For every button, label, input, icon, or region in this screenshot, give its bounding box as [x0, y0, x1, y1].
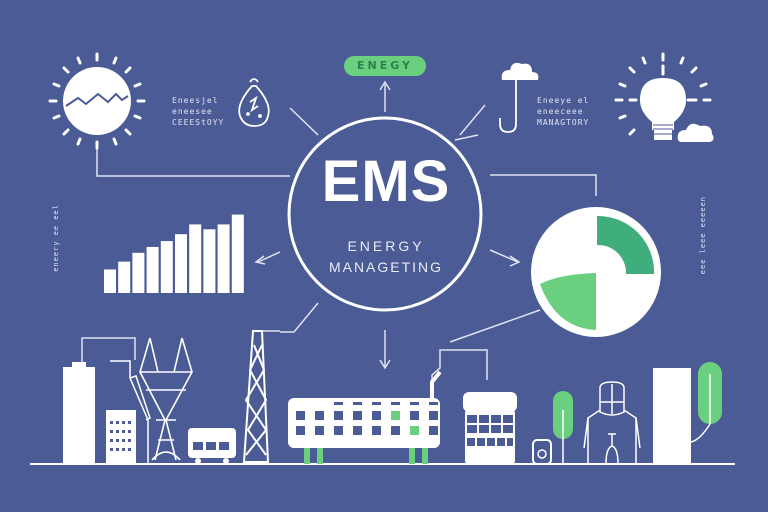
connector-skyline	[81, 337, 136, 368]
pie-segment-light-green	[540, 273, 596, 330]
bar	[231, 214, 244, 293]
bar	[217, 224, 230, 293]
bar	[146, 246, 159, 293]
bar	[189, 224, 202, 293]
office-building	[106, 410, 136, 464]
caption-line: CEEEStOYY	[172, 118, 225, 127]
bus	[188, 428, 236, 464]
connector-hook	[459, 104, 486, 136]
bar	[118, 261, 131, 293]
caption-line: eneesee	[172, 107, 213, 116]
ems-title: EMS	[321, 149, 451, 214]
caption-left-vertical: eneery ee eel	[52, 204, 60, 272]
energy-pill-label: ENEGY	[344, 56, 426, 76]
ems-subtitle-line2: MANAGETING	[328, 259, 444, 275]
connector-bottom-right	[449, 309, 541, 343]
bar	[175, 234, 187, 293]
caption-line: MANAGTORY	[537, 118, 590, 127]
skyline-left	[63, 330, 270, 464]
pie-segment-dark-green	[597, 215, 655, 274]
caption-line: Eneeye el	[537, 96, 590, 105]
cloud-hook-icon	[499, 62, 539, 133]
bar	[203, 229, 216, 293]
lightbulb-cloud-icon	[614, 52, 714, 142]
bar-chart	[104, 214, 244, 293]
caption-top-left: Eneesjel eneesee CEEEStOYY	[172, 95, 224, 128]
connector-money-bag	[289, 107, 319, 136]
tall-block	[653, 368, 691, 464]
caption-line: eneeceee	[537, 107, 584, 116]
street-lamp	[110, 360, 151, 464]
caption-top-right: Eneeye el eneeceee MANAGTORY	[537, 95, 589, 128]
power-pylon	[139, 337, 193, 461]
arrow-right-line	[489, 249, 519, 263]
robot-worker	[583, 381, 641, 465]
caption-right-vertical: eee leee eeeeen	[699, 196, 707, 275]
connector-bottom-left	[280, 302, 319, 333]
ems-circle	[287, 116, 483, 312]
arrow-left-line	[257, 251, 281, 263]
tower-building	[63, 367, 95, 464]
charging-station	[532, 439, 552, 465]
skyline-right	[532, 362, 722, 465]
lattice-tower	[242, 330, 270, 463]
bar	[132, 252, 145, 293]
connector-lines	[81, 80, 597, 390]
money-bag-icon	[238, 78, 270, 127]
bar	[160, 241, 173, 293]
connector-top-right	[490, 174, 597, 196]
ems-subtitle-line1: ENERGY	[347, 238, 425, 254]
smart-bin	[463, 392, 517, 464]
pie-chart	[531, 207, 661, 337]
caption-line: Eneesjel	[172, 96, 219, 105]
connector-top-left	[96, 148, 290, 177]
bar	[104, 269, 116, 293]
sun-chart-icon	[48, 52, 146, 150]
factory	[288, 370, 442, 464]
